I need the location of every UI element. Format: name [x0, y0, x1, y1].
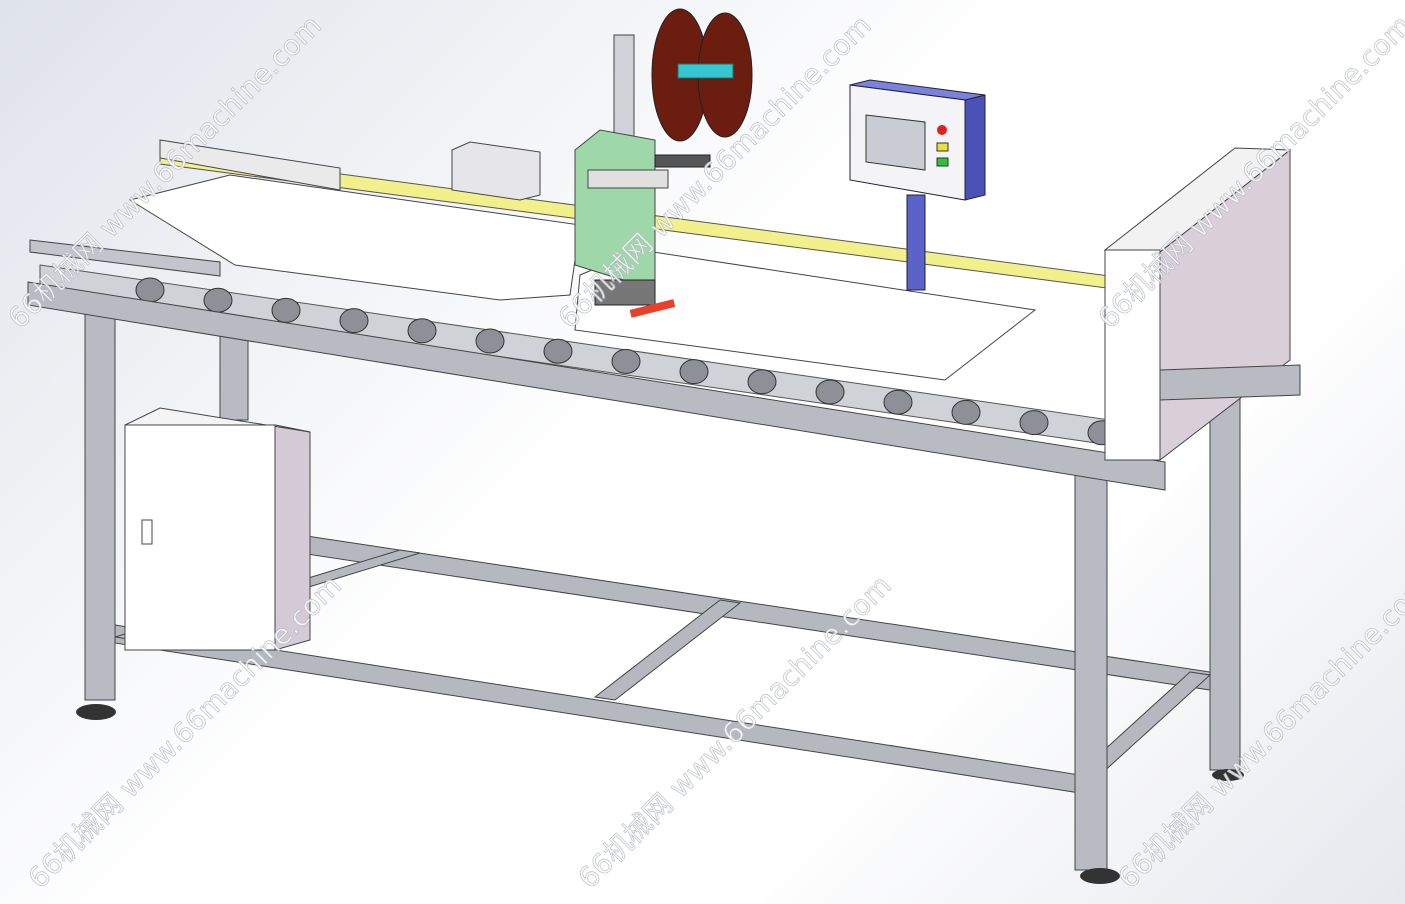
slide-block: [587, 169, 669, 189]
foot: [1212, 769, 1244, 781]
foot: [1080, 868, 1120, 884]
label-strip: [629, 299, 676, 318]
conveyor-belt: [128, 174, 581, 301]
print-head: [594, 279, 656, 306]
roller: [1019, 410, 1049, 436]
roller: [271, 297, 301, 323]
back-right-leg: [1209, 369, 1241, 771]
sensor-box: [451, 141, 541, 201]
roller: [747, 369, 777, 395]
lower-frame-back: [299, 534, 1211, 691]
roller: [203, 287, 233, 313]
foot: [76, 704, 116, 720]
cabinet-handle: [141, 519, 153, 545]
side-box-front: [1104, 249, 1161, 461]
control-box-side: [964, 94, 986, 201]
dark-roller: [654, 154, 711, 168]
front-right-leg: [1074, 469, 1108, 871]
indicator-yellow: [936, 142, 949, 152]
watermark-text: 66机械网 www.66machine.com: [1112, 569, 1405, 895]
rollers: [135, 277, 1117, 446]
roller: [339, 308, 369, 334]
roller: [611, 348, 641, 374]
indicator-green: [936, 157, 949, 167]
right-end-beam: [1159, 364, 1301, 401]
roller: [475, 328, 505, 354]
back-guide-rail: [159, 139, 341, 191]
reel-shaft: [677, 63, 734, 79]
lower-frame-cross: [593, 599, 742, 701]
front-left-leg: [84, 299, 116, 701]
left-side-rail: [29, 239, 221, 277]
roller: [407, 318, 437, 344]
roller: [815, 379, 845, 405]
roller: [883, 389, 913, 415]
roller: [135, 277, 165, 303]
control-pole: [906, 194, 926, 291]
roller: [951, 399, 981, 425]
touch-screen: [865, 114, 926, 171]
roller: [679, 359, 709, 385]
roller: [543, 338, 573, 364]
emergency-stop-button: [937, 125, 947, 135]
front-top-beam: [27, 281, 1166, 491]
